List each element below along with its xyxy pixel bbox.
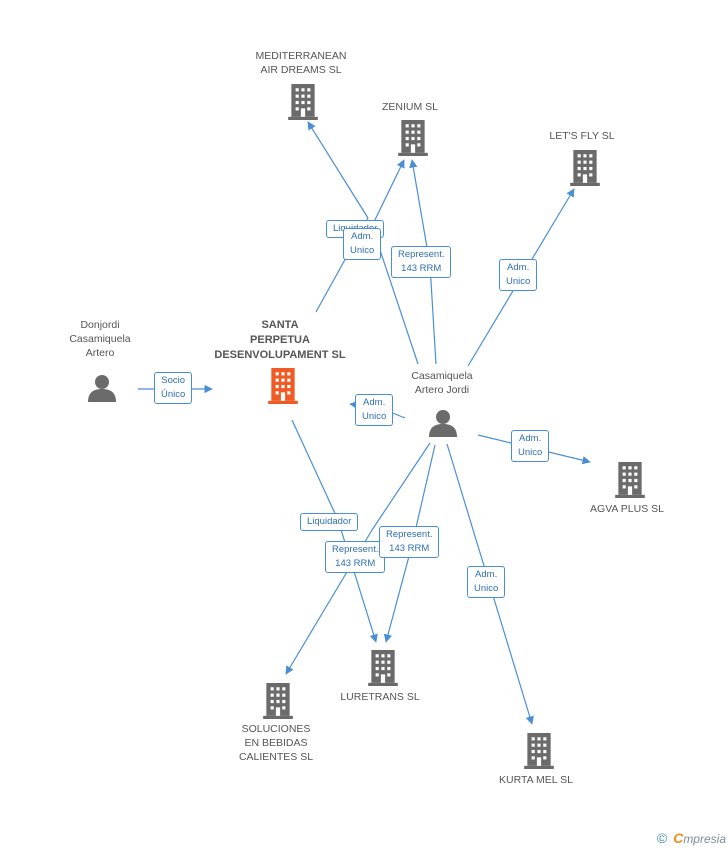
- node-label-agva[interactable]: AGVA PLUS SL: [590, 503, 664, 515]
- node-label-soluciones[interactable]: SOLUCIONES EN BEBIDAS CALIENTES SL: [238, 723, 314, 763]
- node-label-zenium[interactable]: ZENIUM SL: [381, 101, 438, 113]
- building-icon[interactable]: [615, 462, 645, 498]
- node-label-casamiquela[interactable]: Casamiquela Artero Jordi: [411, 370, 473, 396]
- node-label-kurta[interactable]: KURTA MEL SL: [499, 774, 573, 786]
- building-icon[interactable]: [570, 150, 600, 186]
- edge-line: [307, 121, 369, 219]
- edge-label-socio: Socio Único: [154, 372, 193, 404]
- footer-brand: © Cmpresia: [657, 830, 726, 846]
- edge-label-represent: Represent. 143 RRM: [379, 526, 440, 558]
- building-icon[interactable]: [288, 84, 318, 120]
- building-icon[interactable]: [368, 650, 398, 686]
- brand-name: mpresia: [683, 832, 726, 846]
- edge-label-represent: Represent. 143 RRM: [325, 541, 386, 573]
- building-icon[interactable]: [268, 368, 298, 404]
- building-icon[interactable]: [398, 120, 428, 156]
- edge-line: [337, 519, 378, 643]
- node-label-luretrans[interactable]: LURETRANS SL: [340, 691, 420, 703]
- brand-logo[interactable]: Cmpresia: [673, 830, 726, 846]
- edge-label-liquidador: Liquidador: [300, 513, 359, 531]
- edge-line: [383, 544, 413, 643]
- node-label-letsfly[interactable]: LET'S FLY SL: [549, 130, 615, 142]
- node-label-donjordi[interactable]: Donjordi Casamiquela Artero: [69, 319, 131, 359]
- building-icon[interactable]: [524, 733, 554, 769]
- edge-label-adm: Adm. Unico: [499, 259, 538, 291]
- person-icon[interactable]: [429, 410, 457, 437]
- edge-label-adm: Adm. Unico: [511, 430, 550, 462]
- node-label-mediterranean[interactable]: MEDITERRANEAN AIR DREAMS SL: [255, 50, 347, 76]
- edge-line: [371, 442, 431, 531]
- edge-label-adm: Adm. Unico: [467, 566, 506, 598]
- person-icon[interactable]: [88, 375, 116, 402]
- edge-label-adm: Adm. Unico: [355, 394, 394, 426]
- brand-initial: C: [673, 830, 684, 846]
- node-label-santa[interactable]: SANTA PERPETUA DESENVOLUPAMENT SL: [214, 319, 346, 361]
- edge-label-adm: Adm. Unico: [343, 228, 382, 260]
- edge-line: [371, 159, 405, 227]
- edge-line: [291, 419, 339, 521]
- building-icon[interactable]: [263, 683, 293, 719]
- edge-line: [429, 264, 437, 365]
- edge-label-represent: Represent. 143 RRM: [391, 246, 452, 278]
- copyright-symbol: ©: [656, 830, 668, 846]
